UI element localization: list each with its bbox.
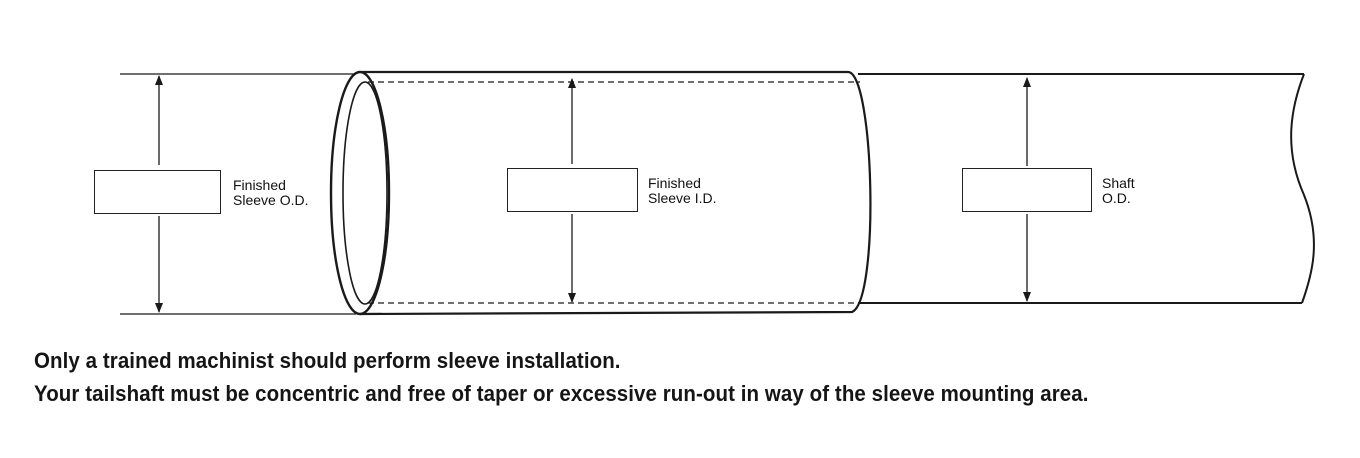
sleeve-od-value-box — [94, 170, 221, 214]
installation-caption: Only a trained machinist should perform … — [34, 344, 1089, 410]
shaft-sleeve-diagram — [120, 70, 1315, 316]
sleeve-id-value-box — [507, 168, 638, 212]
shaft-od-label: Shaft O.D. — [1102, 175, 1135, 206]
caption-line-2: Your tailshaft must be concentric and fr… — [34, 381, 1089, 406]
sleeve-id-label: Finished Sleeve I.D. — [648, 175, 717, 206]
sleeve-inner-bore-edge — [342, 81, 388, 305]
shaft-od-value-box — [962, 168, 1092, 212]
sleeve — [329, 70, 872, 316]
sleeve-od-label: Finished Sleeve O.D. — [233, 177, 309, 208]
caption-line-1: Only a trained machinist should perform … — [34, 348, 621, 373]
sleeve-front-face — [329, 70, 391, 316]
shaft — [858, 73, 1315, 304]
